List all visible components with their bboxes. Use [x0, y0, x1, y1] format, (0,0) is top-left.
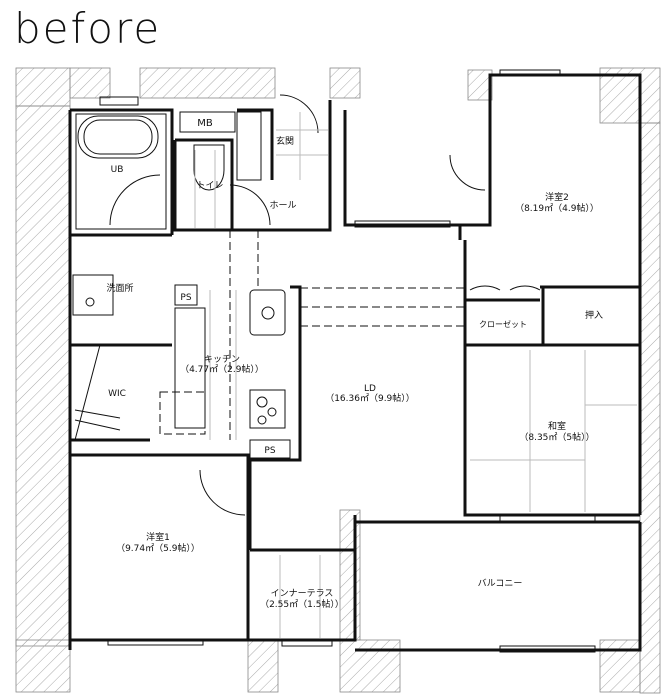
- label-genkan: 玄関: [276, 135, 294, 147]
- windows: [99, 69, 596, 653]
- shoe-cabinet: [236, 111, 262, 181]
- label-wic: WIC: [108, 389, 126, 399]
- plan-title: before: [14, 4, 162, 53]
- label-closet: クローゼット: [479, 319, 527, 329]
- label-senmen: 洗面所: [106, 282, 133, 294]
- label-inner-terrace: インナーテラス: [271, 588, 334, 599]
- label-ps-2: PS: [264, 446, 275, 456]
- label-mb: MB: [197, 118, 213, 129]
- label-youshitsu2-area: （8.19㎡（4.9帖））: [515, 202, 599, 214]
- label-ub: UB: [111, 165, 124, 175]
- fixtures: [72, 94, 637, 638]
- label-youshitsu2: 洋室2: [545, 191, 569, 203]
- bathtub: [77, 115, 159, 159]
- label-kitchen-area: （4.77㎡（2.9帖））: [180, 363, 264, 375]
- label-youshitsu1-area: （9.74㎡（5.9帖））: [116, 542, 200, 554]
- label-inner-terrace-area: （2.55㎡（1.5帖））: [260, 598, 344, 610]
- label-washitsu-area: （8.35㎡（5帖））: [519, 431, 594, 443]
- kitchen-counter: [174, 307, 206, 429]
- label-youshitsu1: 洋室1: [146, 531, 170, 543]
- label-washitsu: 和室: [548, 420, 566, 432]
- label-balcony: バルコニー: [478, 578, 523, 589]
- label-kitchen: キッチン: [204, 354, 240, 365]
- sink: [249, 289, 286, 336]
- label-hall: ホール: [269, 200, 296, 211]
- label-ps-1: PS: [180, 293, 191, 303]
- washing-machine: [72, 274, 114, 316]
- label-oshiire: 押入: [585, 309, 603, 321]
- label-ld: LD: [364, 384, 376, 394]
- mb-box: [179, 111, 236, 133]
- label-ld-area: （16.36㎡（9.9帖））: [325, 392, 415, 404]
- walls: [68, 73, 642, 652]
- stove: [249, 389, 286, 429]
- structural-columns: [15, 67, 661, 694]
- label-toilet: トイレ: [196, 181, 223, 191]
